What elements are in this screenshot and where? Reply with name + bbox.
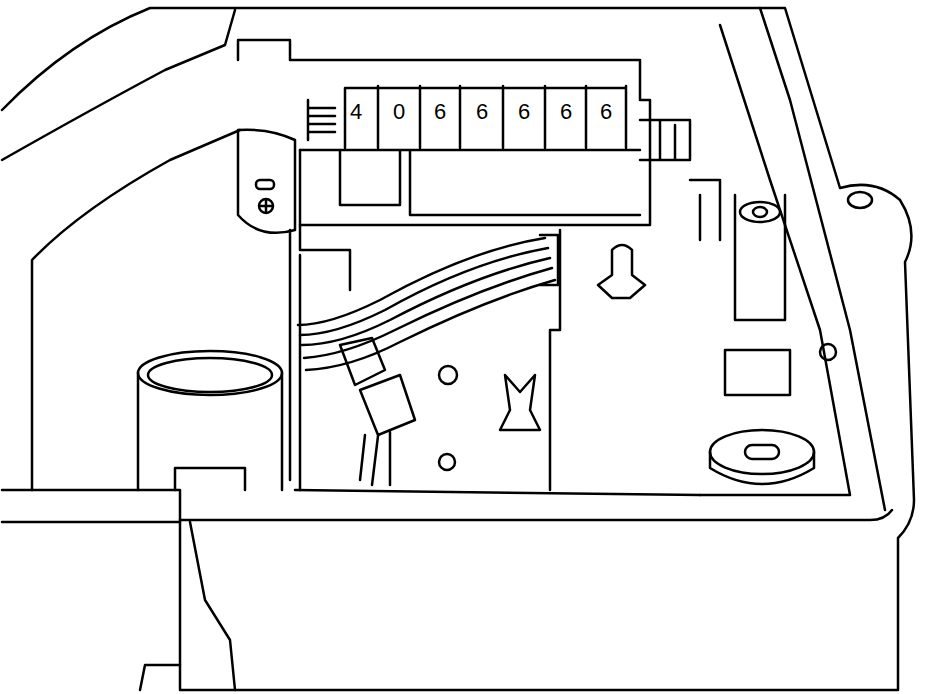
- housing-rim: [2, 490, 180, 522]
- front-face: [180, 510, 892, 520]
- post: [725, 350, 790, 395]
- plug-wires: [360, 432, 390, 485]
- housing-lug-hole: [848, 192, 872, 208]
- post-hole: [740, 202, 780, 222]
- counter-digit: 6: [559, 100, 573, 124]
- screw-slot: [260, 200, 272, 212]
- inner-wall: [760, 8, 885, 510]
- counter-gear: [308, 100, 335, 140]
- ribbon-cable: [300, 248, 548, 335]
- wheel-rims: [345, 86, 626, 148]
- counter-body: [300, 150, 640, 215]
- inner-wall: [700, 25, 850, 495]
- bracket-slot: [256, 180, 274, 189]
- housing-rim: [32, 130, 240, 490]
- cylinder-top: [138, 351, 282, 395]
- mount-plate: [300, 225, 560, 490]
- hole: [439, 366, 457, 384]
- counter-digit: 0: [392, 100, 406, 124]
- counter-digit: 6: [475, 100, 489, 124]
- hole: [820, 344, 836, 360]
- floor-edge: [295, 490, 700, 495]
- clip: [500, 375, 540, 430]
- divider-wall: [290, 230, 300, 490]
- counter-digit: 6: [599, 100, 613, 124]
- counter-digit: 6: [433, 100, 447, 124]
- cylinder-inner: [148, 358, 272, 392]
- cable-connector: [540, 235, 558, 285]
- cylinder-body: [138, 373, 282, 490]
- post-hole: [753, 207, 767, 217]
- ribbon-cable: [302, 258, 550, 345]
- boss-slot: [745, 445, 779, 459]
- counter-bracket: [238, 130, 295, 233]
- post: [735, 195, 785, 320]
- post: [690, 180, 720, 240]
- housing-outline: [2, 8, 914, 690]
- counter-digit: 4: [349, 100, 363, 124]
- plug: [360, 375, 415, 435]
- hole: [439, 454, 455, 470]
- counter-frame: [238, 40, 650, 225]
- screw-head: [259, 199, 273, 213]
- housing-rim: [2, 10, 235, 160]
- counter-digit: 6: [517, 100, 531, 124]
- step: [190, 522, 235, 690]
- push-pin: [598, 245, 645, 298]
- plug: [340, 338, 385, 385]
- counter-spindle: [640, 120, 690, 160]
- step: [140, 665, 180, 690]
- screw-boss: [710, 430, 814, 474]
- screw-boss-side: [710, 452, 814, 484]
